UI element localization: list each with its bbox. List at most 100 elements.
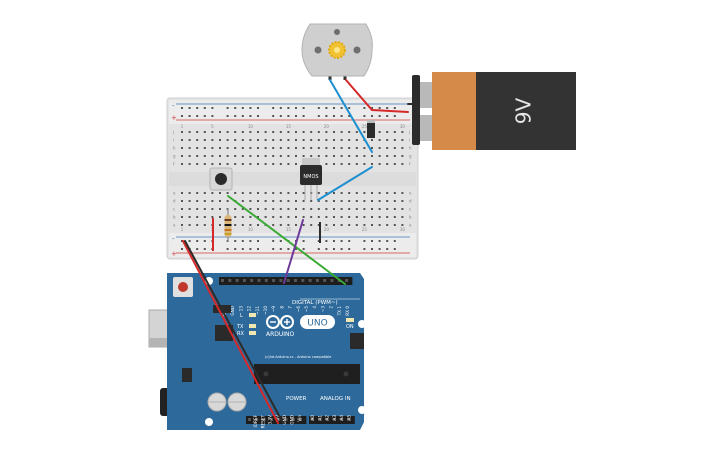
breadboard-hole[interactable]: [257, 147, 259, 149]
breadboard-hole[interactable]: [196, 147, 199, 149]
breadboard-hole[interactable]: [234, 216, 237, 218]
breadboard-hole[interactable]: [287, 192, 290, 194]
header-pin[interactable]: [332, 418, 336, 421]
breadboard-hole[interactable]: [181, 131, 183, 133]
rail-hole[interactable]: [295, 115, 297, 117]
breadboard-hole[interactable]: [302, 200, 305, 202]
breadboard-hole[interactable]: [378, 192, 381, 194]
wire-blue-drain[interactable]: [317, 166, 373, 201]
rail-hole[interactable]: [249, 240, 252, 242]
breadboard-hole[interactable]: [241, 216, 244, 218]
breadboard-hole[interactable]: [219, 163, 221, 165]
breadboard-hole[interactable]: [188, 200, 191, 202]
rail-hole[interactable]: [241, 240, 244, 242]
breadboard-hole[interactable]: [363, 131, 366, 133]
breadboard-hole[interactable]: [211, 163, 214, 165]
breadboard-hole[interactable]: [226, 163, 229, 165]
breadboard-hole[interactable]: [340, 139, 343, 141]
breadboard-hole[interactable]: [393, 200, 396, 202]
breadboard-hole[interactable]: [363, 163, 366, 165]
rail-hole[interactable]: [279, 248, 282, 250]
header-pin[interactable]: [242, 279, 246, 282]
breadboard-hole[interactable]: [241, 192, 244, 194]
breadboard-hole[interactable]: [348, 224, 351, 226]
breadboard-hole[interactable]: [302, 224, 305, 226]
breadboard-hole[interactable]: [310, 131, 313, 133]
breadboard-hole[interactable]: [317, 155, 320, 157]
breadboard-hole[interactable]: [325, 200, 328, 202]
rail-hole[interactable]: [348, 115, 351, 117]
breadboard-hole[interactable]: [355, 216, 358, 218]
breadboard-hole[interactable]: [203, 147, 206, 149]
breadboard-hole[interactable]: [264, 139, 267, 141]
breadboard-hole[interactable]: [401, 192, 404, 194]
breadboard-hole[interactable]: [211, 155, 214, 157]
nmos-transistor[interactable]: NMOS: [300, 158, 322, 200]
rail-hole[interactable]: [279, 107, 282, 109]
breadboard-hole[interactable]: [378, 147, 381, 149]
breadboard-hole[interactable]: [188, 216, 191, 218]
breadboard-hole[interactable]: [348, 192, 351, 194]
breadboard-hole[interactable]: [287, 131, 290, 133]
breadboard-hole[interactable]: [219, 147, 221, 149]
breadboard-hole[interactable]: [386, 192, 389, 194]
breadboard-hole[interactable]: [181, 147, 183, 149]
breadboard-hole[interactable]: [325, 131, 328, 133]
breadboard-hole[interactable]: [325, 224, 328, 226]
breadboard-hole[interactable]: [310, 155, 313, 157]
breadboard-hole[interactable]: [371, 147, 373, 149]
header-pin[interactable]: [272, 279, 276, 282]
breadboard-hole[interactable]: [249, 163, 252, 165]
rail-hole[interactable]: [249, 248, 252, 250]
breadboard-hole[interactable]: [363, 155, 366, 157]
breadboard-hole[interactable]: [287, 163, 290, 165]
breadboard-hole[interactable]: [219, 155, 221, 157]
breadboard-hole[interactable]: [203, 155, 206, 157]
breadboard-hole[interactable]: [295, 139, 297, 141]
header-pin[interactable]: [264, 279, 268, 282]
breadboard-hole[interactable]: [264, 216, 267, 218]
breadboard-hole[interactable]: [211, 192, 214, 194]
breadboard-hole[interactable]: [188, 131, 191, 133]
rail-hole[interactable]: [371, 248, 373, 250]
breadboard-hole[interactable]: [181, 139, 183, 141]
breadboard-hole[interactable]: [355, 163, 358, 165]
header-pin[interactable]: [318, 418, 322, 421]
breadboard-hole[interactable]: [295, 208, 297, 210]
breadboard-hole[interactable]: [393, 224, 396, 226]
breadboard-hole[interactable]: [310, 216, 313, 218]
breadboard-hole[interactable]: [401, 139, 404, 141]
rail-hole[interactable]: [234, 107, 237, 109]
breadboard-hole[interactable]: [393, 216, 396, 218]
rail-hole[interactable]: [393, 115, 396, 117]
breadboard-hole[interactable]: [264, 155, 267, 157]
rail-hole[interactable]: [196, 107, 199, 109]
rail-hole[interactable]: [257, 115, 259, 117]
breadboard-hole[interactable]: [287, 216, 290, 218]
breadboard-hole[interactable]: [325, 155, 328, 157]
rail-hole[interactable]: [302, 240, 305, 242]
breadboard-hole[interactable]: [378, 200, 381, 202]
breadboard-hole[interactable]: [196, 155, 199, 157]
breadboard-hole[interactable]: [401, 200, 404, 202]
breadboard-hole[interactable]: [226, 131, 229, 133]
digital-header[interactable]: [219, 277, 353, 285]
header-pin[interactable]: [257, 279, 261, 282]
breadboard-hole[interactable]: [302, 139, 305, 141]
breadboard-hole[interactable]: [249, 155, 252, 157]
rail-hole[interactable]: [272, 115, 275, 117]
breadboard-hole[interactable]: [181, 163, 183, 165]
header-pin[interactable]: [269, 418, 273, 421]
rail-hole[interactable]: [340, 240, 343, 242]
rail-hole[interactable]: [196, 248, 199, 250]
breadboard-hole[interactable]: [279, 224, 282, 226]
breadboard-hole[interactable]: [181, 192, 183, 194]
rail-hole[interactable]: [226, 115, 229, 117]
breadboard-hole[interactable]: [257, 192, 259, 194]
breadboard-hole[interactable]: [371, 163, 373, 165]
breadboard-hole[interactable]: [363, 216, 366, 218]
header-pin[interactable]: [262, 418, 266, 421]
rail-hole[interactable]: [333, 115, 335, 117]
breadboard-hole[interactable]: [249, 147, 252, 149]
